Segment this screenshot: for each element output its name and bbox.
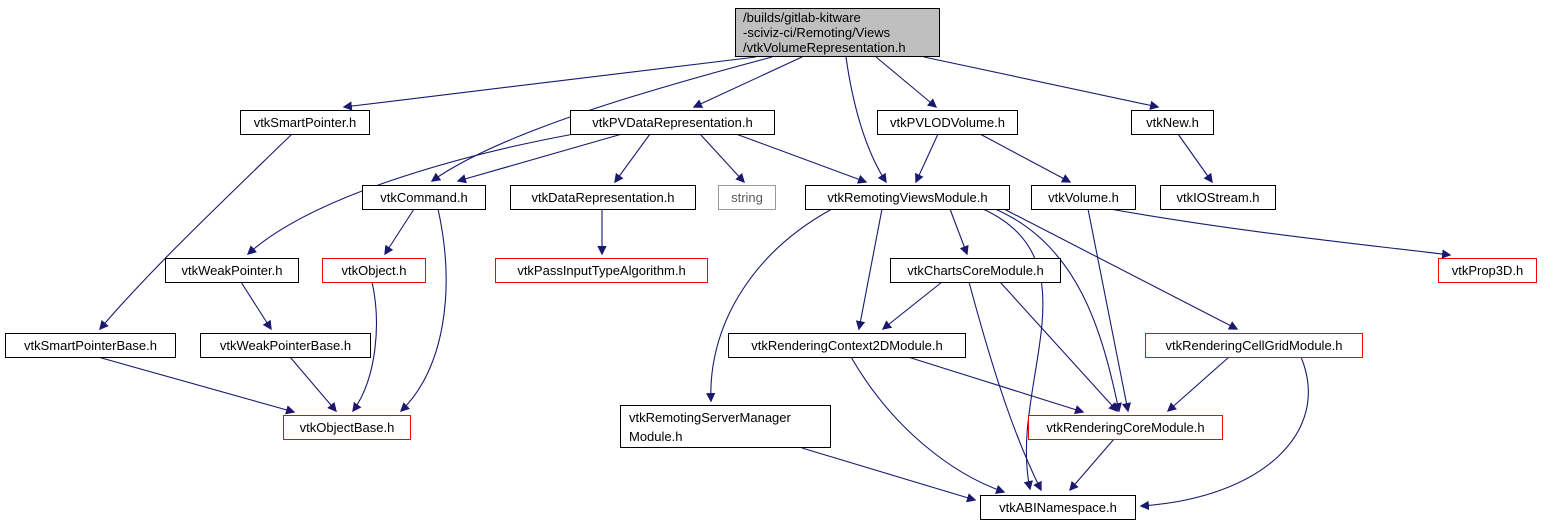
node-label: vtkWeakPointerBase.h xyxy=(219,338,352,353)
node-vtkPassInputTypeAlgorithm[interactable]: vtkPassInputTypeAlgorithm.h xyxy=(495,258,708,283)
node-label: vtkRenderingContext2DModule.h xyxy=(751,338,943,353)
edge-vtkRemotingViewsModule-to-vtkRemotingServerManagerModule xyxy=(705,208,833,403)
node-vtkCommand[interactable]: vtkCommand.h xyxy=(362,185,486,210)
edge-vtkObject-to-vtkObjectBase xyxy=(352,281,377,413)
edge-vtkVolume-to-vtkRenderingCoreModule xyxy=(1087,208,1132,413)
edge-root-to-vtkSmartPointer xyxy=(342,56,757,111)
edge-vtkRenderingContext2DModule-to-vtkRenderingCoreModule xyxy=(907,356,1085,415)
node-label: vtkWeakPointer.h xyxy=(181,263,283,278)
node-label: vtkRenderingCoreModule.h xyxy=(1046,420,1205,435)
node-vtkVolume[interactable]: vtkVolume.h xyxy=(1031,185,1136,210)
node-vtkRemotingServerManagerModule[interactable]: vtkRemotingServerManager Module.h xyxy=(620,405,831,448)
edge-vtkRenderingContext2DModule-to-vtkABINamespace xyxy=(850,356,1006,494)
edge-vtkCommand-to-vtkObject xyxy=(384,208,415,256)
node-vtkSmartPointerBase[interactable]: vtkSmartPointerBase.h xyxy=(5,333,176,358)
node-label: vtkRemotingViewsModule.h xyxy=(827,190,988,205)
node-vtkIOStream[interactable]: vtkIOStream.h xyxy=(1160,185,1276,210)
edge-vtkChartsCoreModule-to-vtkRenderingContext2DModule xyxy=(881,281,943,330)
node-label: vtkCommand.h xyxy=(380,190,468,205)
node-vtkPVLODVolume[interactable]: vtkPVLODVolume.h xyxy=(877,110,1018,135)
root-label-line1: /builds/gitlab-kitware xyxy=(743,10,861,25)
edge-vtkSmartPointerBase-to-vtkObjectBase xyxy=(97,356,296,415)
edge-vtkPVDataRepresentation-to-string xyxy=(699,133,745,184)
edge-vtkRemotingViewsModule-to-vtkChartsCoreModule xyxy=(949,208,969,256)
node-vtkChartsCoreModule[interactable]: vtkChartsCoreModule.h xyxy=(890,258,1061,283)
edge-vtkRemotingViewsModule-to-vtkRenderingCoreModule xyxy=(994,208,1122,413)
node-label: vtkABINamespace.h xyxy=(999,500,1117,515)
edge-vtkSmartPointer-to-vtkSmartPointerBase xyxy=(99,133,293,331)
edge-vtkRenderingCellGridModule-to-vtkABINamespace xyxy=(1139,356,1309,511)
edge-vtkRemotingViewsModule-to-vtkABINamespace xyxy=(982,208,1044,491)
edge-vtkChartsCoreModule-to-vtkRenderingCoreModule xyxy=(999,281,1118,413)
edge-vtkWeakPointerBase-to-vtkObjectBase xyxy=(289,356,337,413)
edge-vtkNew-to-vtkIOStream xyxy=(1177,133,1213,184)
root-label-line3: /vtkVolumeRepresentation.h xyxy=(743,40,906,55)
node-label: vtkProp3D.h xyxy=(1451,263,1524,278)
edge-vtkPVLODVolume-to-vtkVolume xyxy=(979,133,1072,183)
edge-vtkWeakPointer-to-vtkWeakPointerBase xyxy=(240,281,272,331)
node-vtkRenderingCellGridModule[interactable]: vtkRenderingCellGridModule.h xyxy=(1145,333,1363,358)
edge-root-to-vtkRemotingViewsModule xyxy=(845,56,887,184)
edge-vtkRemotingServerManagerModule-to-vtkABINamespace xyxy=(801,447,977,503)
node-vtkObjectBase[interactable]: vtkObjectBase.h xyxy=(283,415,411,440)
node-label: vtkSmartPointerBase.h xyxy=(24,338,157,353)
node-vtkWeakPointer[interactable]: vtkWeakPointer.h xyxy=(165,258,299,283)
node-label-line1: vtkRemotingServerManager xyxy=(629,409,791,425)
node-vtkRenderingCoreModule[interactable]: vtkRenderingCoreModule.h xyxy=(1028,415,1223,440)
node-label: vtkNew.h xyxy=(1146,115,1199,130)
node-label: vtkPVLODVolume.h xyxy=(890,115,1005,130)
node-vtkSmartPointer[interactable]: vtkSmartPointer.h xyxy=(240,110,370,135)
node-vtkDataRepresentation[interactable]: vtkDataRepresentation.h xyxy=(510,185,696,210)
node-label-line2: Module.h xyxy=(629,428,683,444)
node-label: vtkObject.h xyxy=(341,263,407,278)
edge-root-to-vtkPVLODVolume xyxy=(875,56,938,108)
edge-vtkChartsCoreModule-to-vtkABINamespace xyxy=(968,281,1042,492)
node-label: string xyxy=(731,190,763,205)
node-vtkObject[interactable]: vtkObject.h xyxy=(322,258,426,283)
edge-root-to-vtkPVDataRepresentation xyxy=(692,56,803,108)
node-vtkRemotingViewsModule[interactable]: vtkRemotingViewsModule.h xyxy=(805,185,1010,210)
edge-vtkPVDataRepresentation-to-vtkDataRepresentation xyxy=(614,133,651,184)
node-vtkRenderingContext2DModule[interactable]: vtkRenderingContext2DModule.h xyxy=(728,333,966,358)
edge-vtkRemotingViewsModule-to-vtkRenderingCellGridModule xyxy=(1003,208,1239,330)
edge-vtkPVDataRepresentation-to-vtkWeakPointer xyxy=(246,133,575,255)
edge-vtkRenderingCellGridModule-to-vtkRenderingCoreModule xyxy=(1166,356,1230,412)
root-label-line2: -sciviz-ci/Remoting/Views xyxy=(743,25,891,40)
node-vtkVolumeRepresentation-root: /builds/gitlab-kitware -sciviz-ci/Remoti… xyxy=(735,8,940,57)
edge-vtkPVLODVolume-to-vtkRemotingViewsModule xyxy=(915,133,939,184)
node-string-system-header: string xyxy=(718,185,776,210)
node-label: vtkObjectBase.h xyxy=(299,420,395,435)
node-vtkABINamespace[interactable]: vtkABINamespace.h xyxy=(980,495,1136,520)
node-vtkProp3D[interactable]: vtkProp3D.h xyxy=(1438,258,1537,283)
edge-vtkRenderingCoreModule-to-vtkABINamespace xyxy=(1069,438,1115,492)
node-label: vtkChartsCoreModule.h xyxy=(907,263,1044,278)
node-vtkWeakPointerBase[interactable]: vtkWeakPointerBase.h xyxy=(200,333,371,358)
edge-vtkPVDataRepresentation-to-vtkRemotingViewsModule xyxy=(735,133,868,184)
node-label: vtkVolume.h xyxy=(1048,190,1119,205)
node-label: vtkPVDataRepresentation.h xyxy=(592,115,753,130)
node-label: vtkRenderingCellGridModule.h xyxy=(1165,338,1343,353)
edge-vtkVolume-to-vtkProp3D xyxy=(1109,208,1452,259)
edge-vtkRemotingViewsModule-to-vtkRenderingContext2DModule xyxy=(855,208,883,331)
node-label: vtkPassInputTypeAlgorithm.h xyxy=(517,263,686,278)
edge-vtkCommand-to-vtkObjectBase xyxy=(399,208,447,412)
edge-vtkPVDataRepresentation-to-vtkCommand xyxy=(456,133,623,184)
node-vtkPVDataRepresentation[interactable]: vtkPVDataRepresentation.h xyxy=(570,110,775,135)
node-vtkNew[interactable]: vtkNew.h xyxy=(1131,110,1214,135)
node-label: vtkDataRepresentation.h xyxy=(531,190,675,205)
node-label: vtkIOStream.h xyxy=(1176,190,1260,205)
node-label: vtkSmartPointer.h xyxy=(253,115,357,130)
edge-root-to-vtkNew xyxy=(923,56,1160,110)
